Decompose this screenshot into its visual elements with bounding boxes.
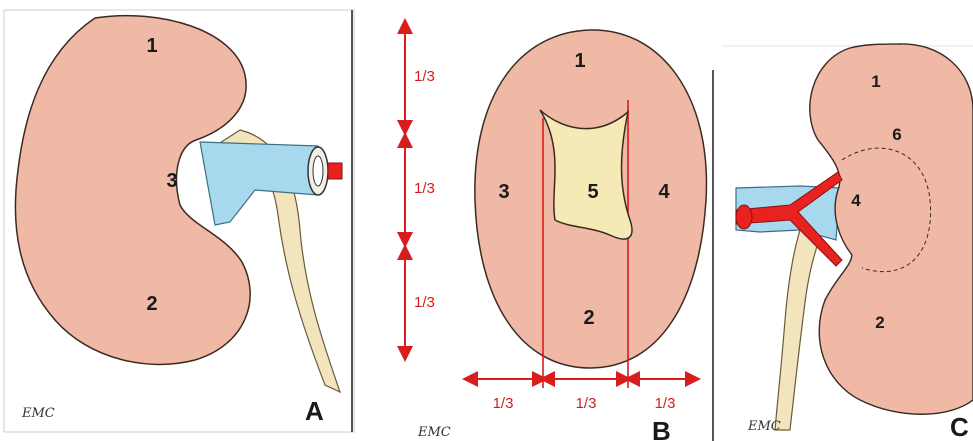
region-b-upper: 1	[574, 50, 585, 72]
panel-c: 1 6 4 2 EMC C	[722, 44, 973, 441]
watermark-a: EMC	[21, 406, 55, 421]
watermark-c: EMC	[747, 419, 781, 434]
vertical-fraction-top: 1/3	[414, 68, 435, 85]
panel-a-label: A	[305, 396, 324, 426]
region-c-sinus: 6	[892, 125, 901, 144]
region-c-hilum: 4	[851, 191, 861, 210]
renal-artery-end	[328, 163, 342, 179]
panel-b: 1 3 5 4 2 1/3 1/3 1/3 1/3 1/3 1/3 EMC B	[405, 26, 713, 441]
horizontal-fraction-left: 1/3	[493, 395, 514, 412]
region-a-hilum: 3	[166, 170, 177, 192]
region-a-upper: 1	[146, 35, 157, 57]
region-c-lower: 2	[875, 313, 884, 332]
region-b-central: 5	[587, 181, 598, 203]
panel-c-label: C	[950, 412, 969, 441]
vertical-fraction-middle: 1/3	[414, 180, 435, 197]
region-b-lower: 2	[583, 307, 594, 329]
renal-artery-end-c	[736, 205, 752, 229]
panel-b-label: B	[652, 416, 671, 441]
horizontal-fraction-middle: 1/3	[576, 395, 597, 412]
horizontal-fraction-right: 1/3	[655, 395, 676, 412]
panel-a: 1 3 2 EMC A	[4, 10, 354, 432]
vertical-fraction-bottom: 1/3	[414, 294, 435, 311]
region-b-lateral-right: 4	[658, 181, 670, 203]
vessel-lumen	[313, 156, 323, 186]
region-b-lateral-left: 3	[498, 181, 509, 203]
region-a-lower: 2	[146, 293, 157, 315]
watermark-b: EMC	[417, 425, 451, 440]
region-c-upper: 1	[871, 72, 880, 91]
